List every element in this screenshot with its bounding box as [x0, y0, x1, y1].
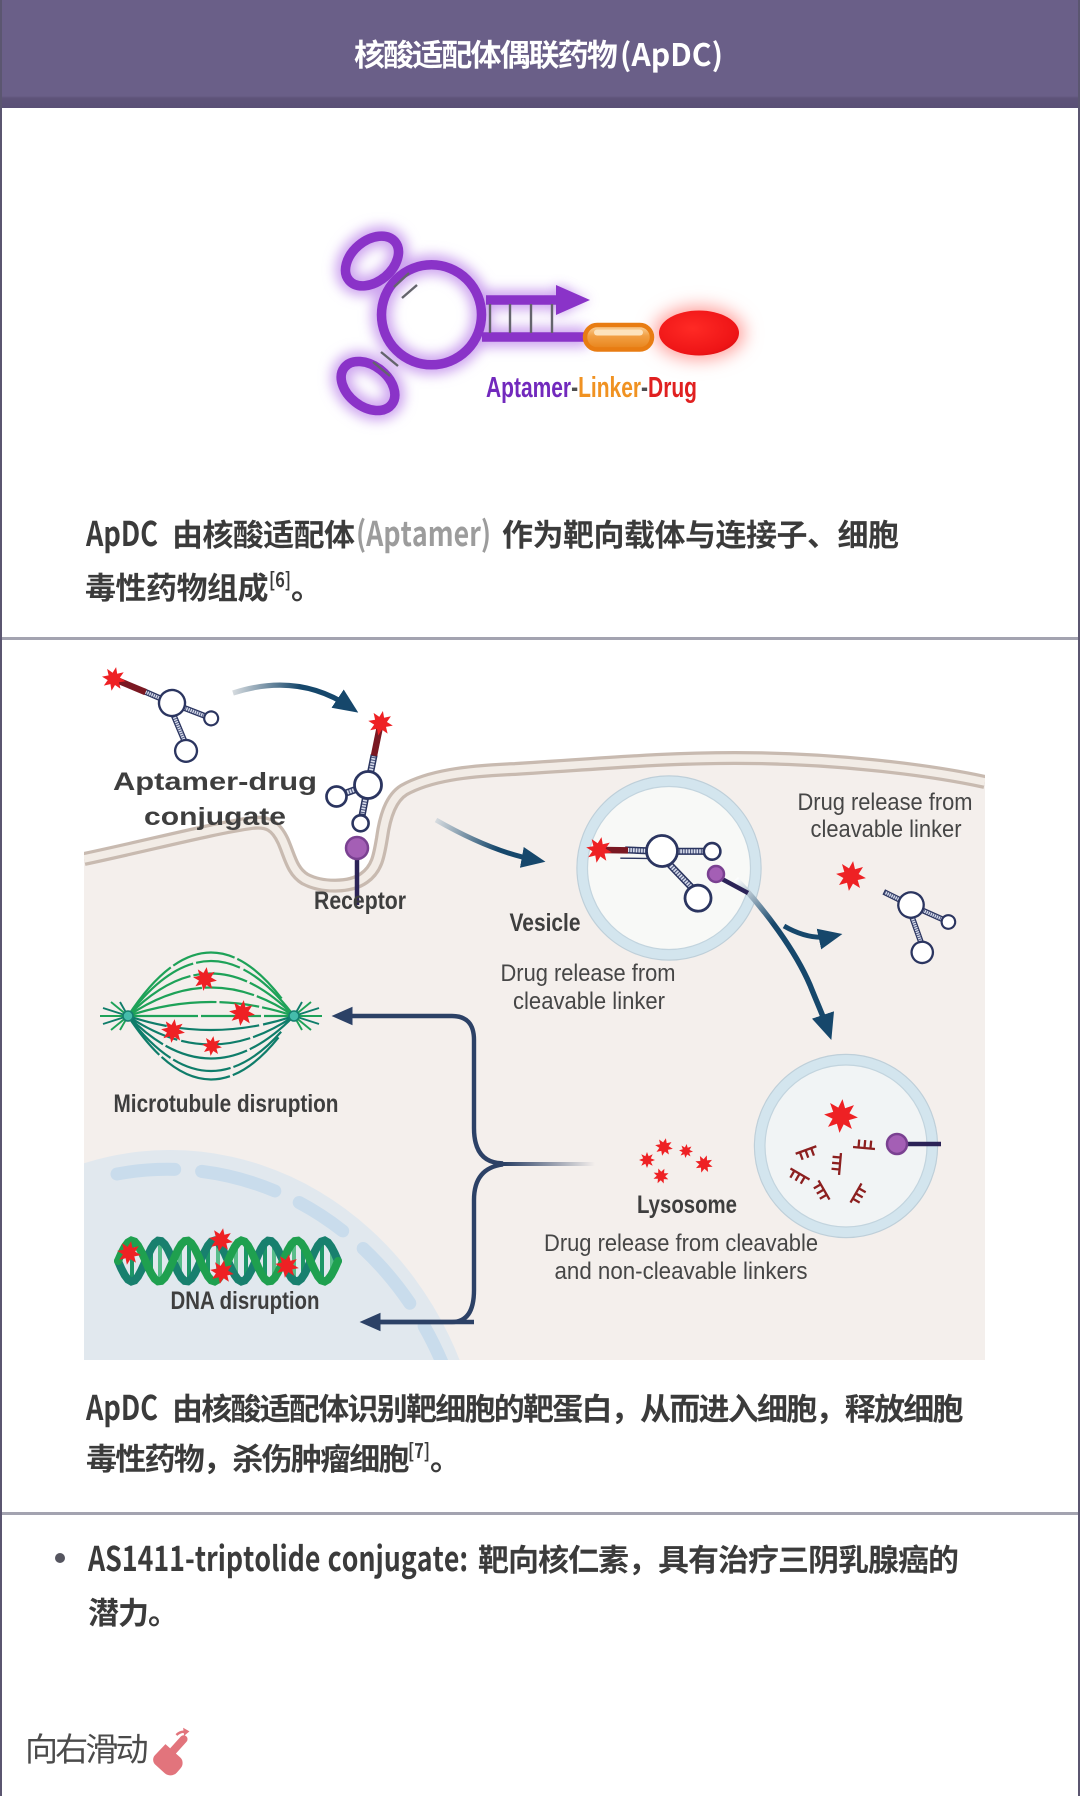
- svg-text:Aptamer-Linker-Drug: Aptamer-Linker-Drug: [486, 372, 697, 404]
- svg-text:conjugate: conjugate: [144, 803, 286, 831]
- svg-text:Receptor: Receptor: [314, 887, 406, 915]
- svg-text:cleavable linker: cleavable linker: [513, 988, 665, 1015]
- svg-text:Drug release from cleavable: Drug release from cleavable: [544, 1230, 818, 1257]
- svg-text:Aptamer-drug: Aptamer-drug: [113, 768, 317, 796]
- svg-text:Microtubule disruption: Microtubule disruption: [114, 1090, 339, 1118]
- svg-text:Drug release from: Drug release from: [798, 789, 973, 816]
- svg-text:Lysosome: Lysosome: [637, 1191, 737, 1219]
- svg-text:Vesicle: Vesicle: [510, 909, 581, 937]
- svg-text:and non-cleavable linkers: and non-cleavable linkers: [555, 1258, 808, 1285]
- svg-text:Drug release from: Drug release from: [501, 960, 676, 987]
- svg-text:DNA disruption: DNA disruption: [171, 1287, 320, 1315]
- svg-text:cleavable linker: cleavable linker: [811, 816, 962, 843]
